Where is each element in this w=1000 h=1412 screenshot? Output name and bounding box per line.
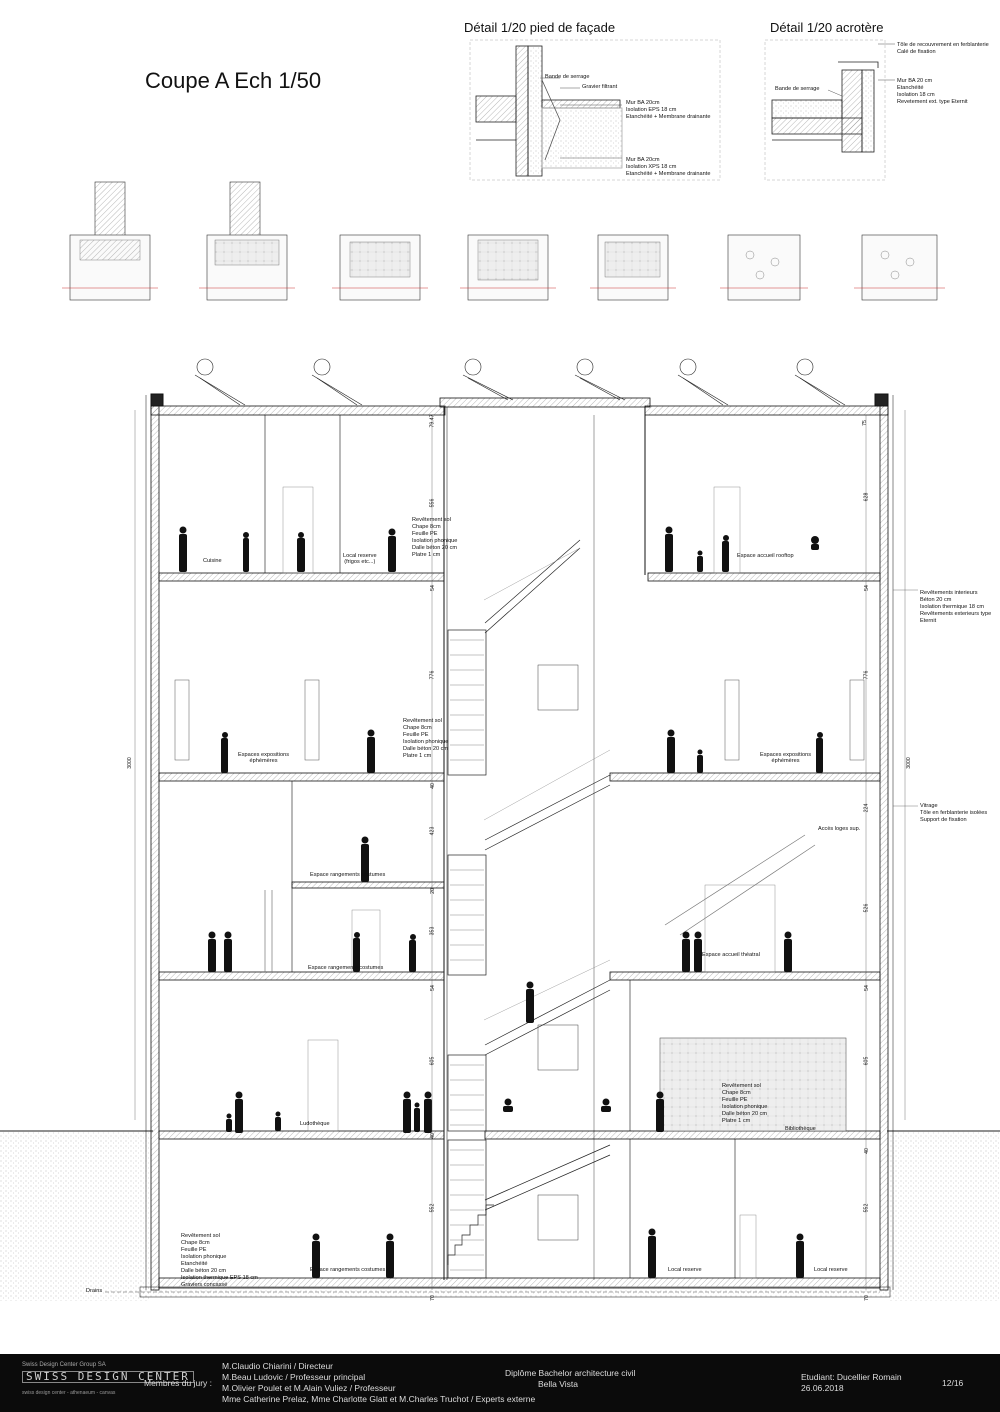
room-expo-right: Espaces expositions éphémères [760,752,811,764]
room-local-reserve-b: Local reserve [814,1267,848,1273]
dim-left-9: 605 [429,1056,436,1066]
room-rooftop: Espace accueil rooftop [737,553,794,559]
note-floor-mid: Revêtement sol Chape 8cm Feuille PE Isol… [403,718,449,759]
dim-right-6: 54 [863,985,870,991]
dim-left-3: 776 [429,670,436,680]
facade-label-2: Gravier filtrant [582,84,618,90]
dim-right-3: 776 [863,670,870,680]
note-walls: Revêtements interieurs Béton 20 cm Isola… [920,590,992,624]
note-glazing: Vitrage Tôle en ferblanterie isolées Sup… [920,803,988,823]
dim-left-10: 40 [429,1133,436,1139]
dim-left-7: 353 [429,926,436,936]
dim-right-0: 75 [861,420,868,426]
dim-right-9: 552 [863,1203,870,1213]
dim-right-2: 54 [863,585,870,591]
room-expo-left: Espaces expositions éphémères [238,752,289,764]
label-drains: Drains [86,1288,103,1294]
diploma: Diplôme Bachelor architecture civil [505,1368,636,1378]
dim-right-10: 70 [863,1295,870,1301]
company-logo: SWISS DESIGN CENTER [22,1371,194,1383]
project-name: Bella Vista [538,1379,579,1389]
jury-member-2: M.Beau Ludovic / Professeur principal [222,1372,366,1382]
dim-left-12: 70 [429,1295,436,1301]
ground-right [890,1131,1000,1301]
page-number: 12/16 [942,1378,964,1388]
dimension-lines [134,410,906,1290]
dim-left-1: 556 [429,498,436,508]
note-floor-lib: Revêtement sol Chape 8cm Feuille PE Isol… [722,1083,768,1124]
room-cuisine: Cuisine [203,558,222,564]
dim-right-1: 628 [863,492,870,502]
thumbnail-plans [62,181,945,301]
detail-acrotere-title: Détail 1/20 acrotère [770,20,884,35]
acrotere-top-note: Tôle de recouvrement en ferblanterie Cal… [897,42,989,55]
acrotere-mid-note: Mur BA 20 cm Etanchéité Isolation 18 cm … [897,78,968,105]
note-floor-top: Revêtement sol Chape 8cm Feuille PE Isol… [412,517,458,558]
room-costumes-base: Espace rangements costumes [310,1267,386,1273]
facade-note-1: Mur BA 20cm Isolation EPS 18 cm Etanchéi… [626,100,711,120]
dim-total-right: 3000 [905,757,912,769]
room-accueil-theatre: Espace accueil théatral [702,952,760,958]
dim-left-11: 552 [429,1203,436,1213]
detail-facade-drawing [469,39,721,181]
detail-facade-title: Détail 1/20 pied de façade [464,20,616,35]
dim-left-6: 20 [429,888,436,894]
dim-right-4: 224 [863,803,870,813]
room-costumes-2: Espace rangements costumes [308,965,384,971]
people-silhouettes [179,526,823,1278]
detail-acrotere-drawing [764,39,895,181]
dim-left-8: 54 [429,985,436,991]
room-local-reserve-top: Local reserve (frigos etc...) [343,553,377,565]
room-acces-loges: Accès loges sup. [818,826,861,832]
page-title: Coupe A Ech 1/50 [145,68,322,93]
jury-label: Membres du jury : [144,1378,213,1388]
dim-total-left: 3000 [126,757,133,769]
note-floor-base: Revêtement sol Chape 8cm Feuille PE Isol… [181,1233,258,1288]
dim-left-4: 40 [429,783,436,789]
room-local-reserve-a: Local reserve [668,1267,702,1273]
jury-member-1: M.Claudio Chiarini / Directeur [222,1361,334,1371]
room-costumes-1: Espace rangements costumes [310,872,386,878]
ground-left [0,1131,150,1301]
building-shell [145,393,894,1291]
title-block: Swiss Design Center Group SA SWISS DESIG… [0,1354,1000,1412]
facade-label-1: Bande de serrage [545,74,590,80]
facade-note-2: Mur BA 20cm Isolation XPS 18 cm Etanchéi… [626,157,711,177]
room-bibliotheque: Bibliothèque [785,1126,816,1132]
dim-left-2: 54 [429,585,436,591]
dim-right-5: 526 [863,903,870,913]
acrotere-label: Bande de serrage [775,86,820,92]
room-ludotheque: Ludothèque [300,1121,330,1127]
solar-panels [194,358,846,406]
exhibition-panels [174,679,865,761]
jury-member-3: M.Olivier Poulet et M.Alain Vuliez / Pro… [222,1383,396,1393]
student-name: Etudiant: Ducellier Romain [801,1372,902,1382]
dim-right-8: 40 [863,1148,870,1154]
dim-left-0: 79.47 [429,414,436,428]
library-bookcase [659,1037,847,1132]
jury-member-4: Mme Catherine Prelaz, Mme Charlotte Glat… [222,1394,536,1404]
stairs [264,539,816,1279]
date: 26.06.2018 [801,1383,844,1393]
dim-right-7: 605 [863,1056,870,1066]
company-logo-sub: swiss design center - athenaeum - canvas [22,1390,116,1396]
dim-left-5: 423 [429,826,436,836]
company-name: Swiss Design Center Group SA [22,1362,106,1368]
